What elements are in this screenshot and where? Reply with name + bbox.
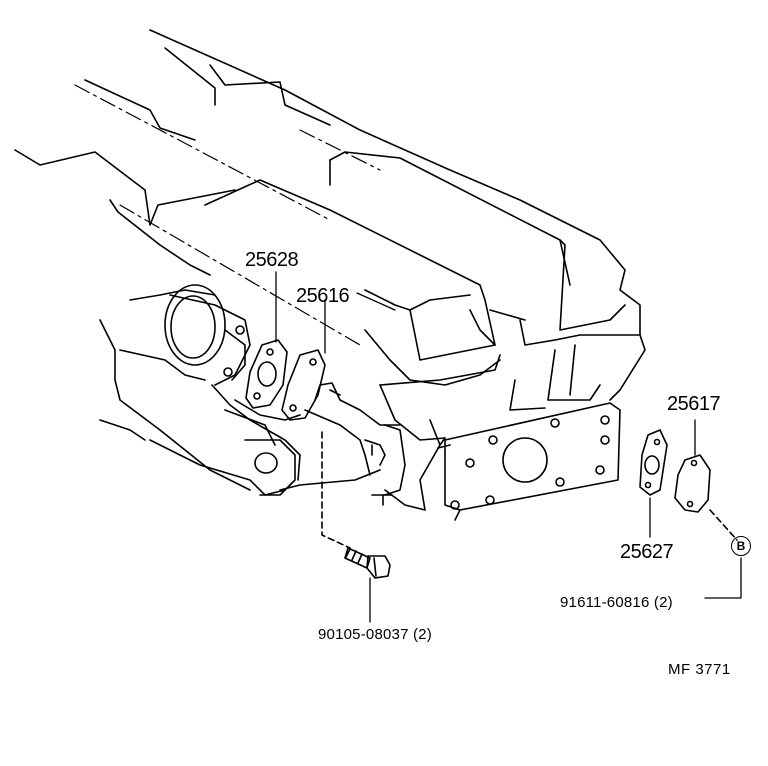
part-label-bolt: 90105-08037 (2)	[318, 626, 432, 643]
center-lines	[74, 84, 381, 346]
reference-code: MF 3771	[668, 661, 731, 678]
egr-flange	[304, 382, 621, 521]
gasket-25627	[639, 429, 668, 496]
part-label-stud: 91611-60816 (2)	[560, 594, 673, 611]
stud-dash-line	[709, 509, 738, 541]
marker-b-icon: B	[731, 536, 751, 556]
gasket-25616	[281, 349, 326, 421]
gasket-25628	[245, 339, 288, 409]
part-label-25617: 25617	[667, 393, 721, 415]
part-label-25627: 25627	[620, 541, 674, 563]
bolt-icon	[344, 547, 391, 579]
bolt-dash-line	[321, 431, 351, 549]
intake-manifold	[14, 29, 646, 511]
plate-25617	[674, 454, 711, 513]
part-label-25628: 25628	[245, 249, 299, 271]
leader-lines	[275, 271, 742, 623]
lower-manifold	[99, 199, 381, 496]
part-label-25616: 25616	[296, 285, 350, 307]
